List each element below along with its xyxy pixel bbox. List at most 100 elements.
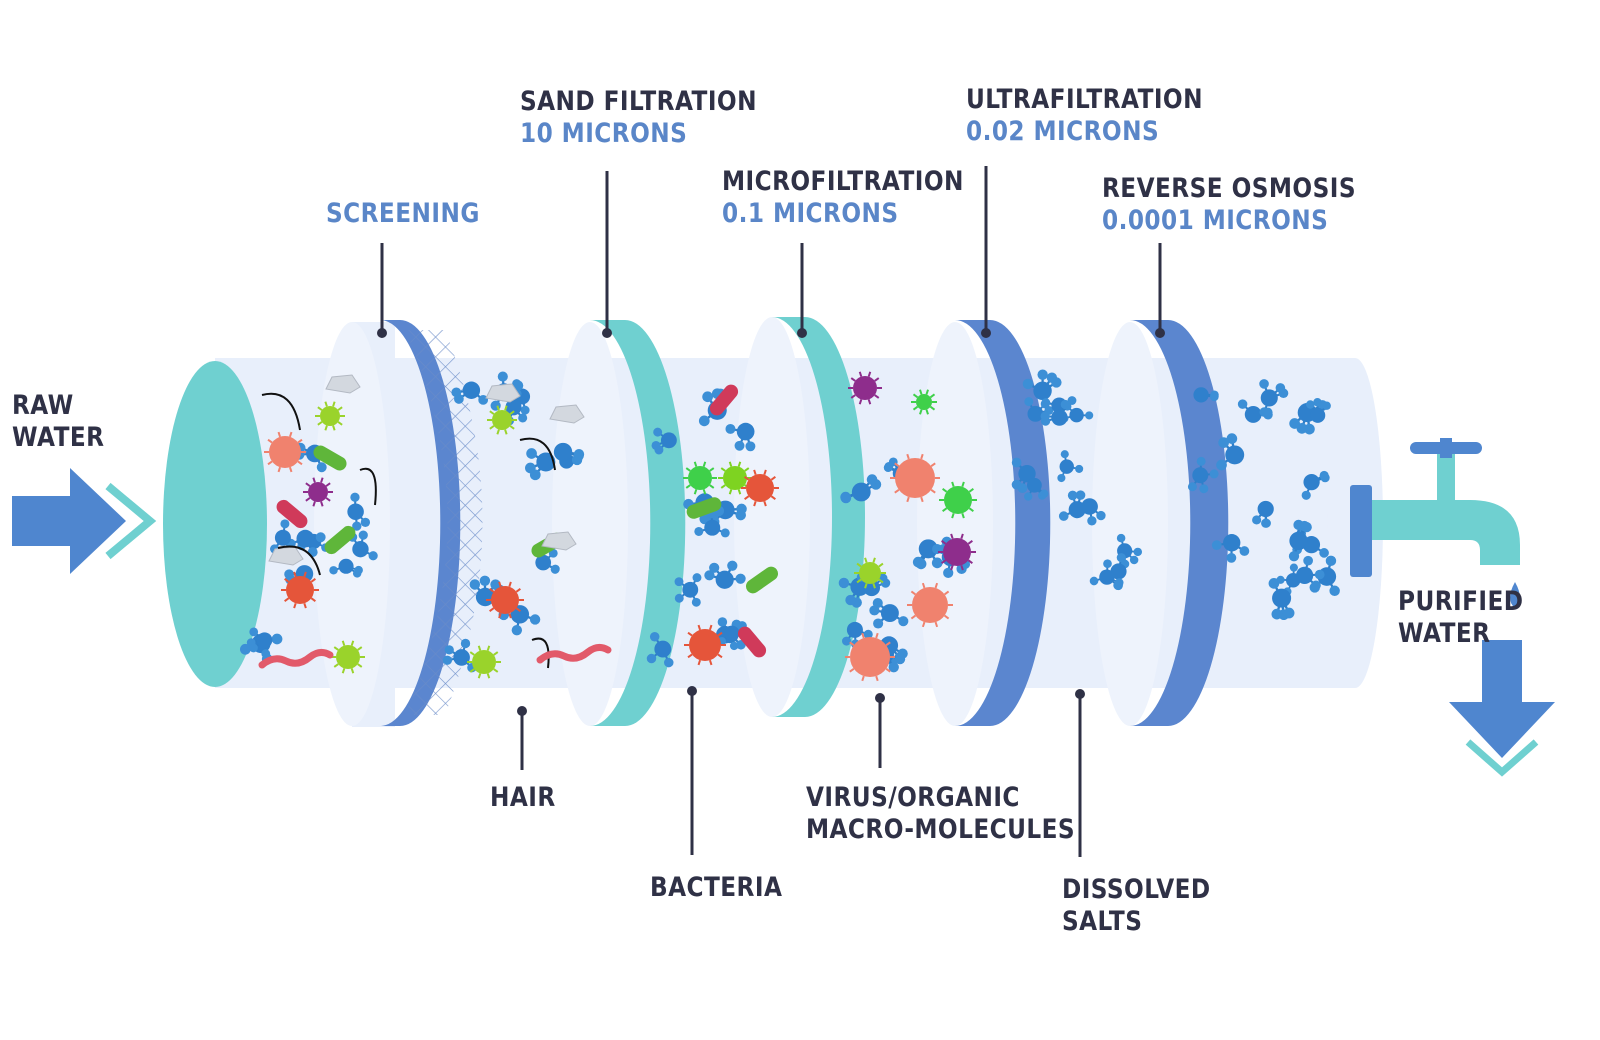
- worm-icon: [258, 648, 334, 669]
- stage-ultra-size: 0.02 MICRONS: [966, 116, 1160, 147]
- virus-icon: [854, 557, 886, 589]
- hair-strand-icon: [519, 437, 556, 471]
- water-molecule-icon: [1216, 433, 1245, 471]
- worm-icon: [536, 643, 612, 664]
- water-molecule-icon: [525, 448, 556, 481]
- virus-icon: [845, 632, 895, 682]
- water-molecule-icon: [535, 548, 560, 574]
- sand-rock-icon: [268, 546, 304, 566]
- water-molecule-icon: [1022, 369, 1062, 401]
- water-molecule-icon: [1306, 397, 1331, 423]
- virus-icon: [938, 533, 976, 571]
- stage-screening-name: SCREENING: [326, 198, 480, 229]
- hair-strand-icon: [531, 637, 550, 669]
- bacterium-icon: [686, 497, 722, 519]
- screening-net: [405, 330, 483, 715]
- outlet-arrow-icon: [1449, 640, 1555, 777]
- collar-ro: [1092, 320, 1229, 726]
- faucet-icon: [1350, 438, 1520, 608]
- sand-rock-icon: [541, 531, 577, 551]
- virus-icon: [890, 453, 940, 503]
- water-molecule-icon: [725, 422, 756, 452]
- virus-icon: [848, 371, 882, 405]
- sand-rock-icon: [485, 383, 521, 403]
- water-molecule-icon: [912, 539, 943, 570]
- stage-sand-size: 10 MICRONS: [520, 118, 688, 149]
- stage-sand-name: SAND FILTRATION: [520, 86, 757, 117]
- bacterium-icon: [745, 566, 779, 594]
- contaminant-bacteria: BACTERIA: [650, 872, 783, 903]
- contaminant-virus-1: VIRUS/ORGANIC: [806, 782, 1020, 813]
- purified-water-label-2: WATER: [1398, 618, 1491, 649]
- contaminant-virus-2: MACRO-MOLECULES: [806, 814, 1076, 845]
- pipe-inlet-cap: [163, 361, 267, 687]
- water-molecule-icon: [1288, 519, 1312, 562]
- bacterium-icon: [324, 525, 356, 555]
- callout-dots: [377, 328, 1165, 716]
- virus-icon: [907, 582, 953, 628]
- water-molecule-icon: [1295, 555, 1325, 591]
- virus-icon: [264, 431, 306, 473]
- water-molecule-icon: [1089, 559, 1124, 590]
- contaminant-salts-1: DISSOLVED: [1062, 874, 1211, 905]
- virus-icon: [315, 401, 345, 431]
- bacterium-icon: [737, 626, 767, 658]
- water-molecule-icon: [674, 573, 702, 607]
- water-molecule-icon: [1252, 500, 1274, 528]
- virus-icon: [718, 461, 752, 495]
- virus-icon: [741, 469, 779, 507]
- bacterium-icon: [276, 499, 308, 529]
- water-molecule-icon: [1187, 456, 1219, 494]
- stage-ro-size: 0.0001 MICRONS: [1102, 205, 1329, 236]
- hair-strand-icon: [277, 545, 321, 576]
- hair-strand-icon: [359, 467, 377, 506]
- virus-icon: [487, 405, 517, 435]
- water-molecule-icon: [1268, 578, 1295, 621]
- water-molecule-icon: [646, 631, 674, 668]
- water-molecule-icon: [347, 530, 378, 561]
- virus-icon: [486, 581, 524, 619]
- virus-icon: [281, 571, 319, 609]
- purified-water-label-1: PURIFIED: [1398, 586, 1524, 617]
- water-molecule-icon: [651, 427, 677, 455]
- stage-ultra-name: ULTRAFILTRATION: [966, 84, 1203, 115]
- water-molecule-icon: [451, 381, 489, 405]
- virus-icon: [939, 481, 977, 519]
- virus-icon: [331, 640, 365, 674]
- water-molecule-icon: [442, 638, 477, 673]
- virus-icon: [911, 389, 937, 415]
- water-molecule-icon: [329, 558, 363, 578]
- collar-micro: [734, 317, 865, 717]
- particles-layer: [239, 369, 1340, 682]
- stage-micro-size: 0.1 MICRONS: [722, 198, 899, 229]
- water-molecule-icon: [869, 597, 909, 629]
- water-molecule-icon: [246, 627, 273, 659]
- sand-rock-icon: [549, 404, 585, 424]
- inlet-arrow-icon: [12, 468, 157, 574]
- water-molecule-icon: [1116, 533, 1143, 569]
- stage-micro-name: MICROFILTRATION: [722, 166, 964, 197]
- water-molecule-icon: [1211, 534, 1250, 563]
- contaminant-hair: HAIR: [490, 782, 556, 813]
- water-molecule-icon: [1301, 470, 1330, 500]
- callout-lines: [380, 166, 1162, 857]
- water-molecule-icon: [1193, 387, 1219, 403]
- water-molecule-icon: [1259, 379, 1289, 417]
- sand-rock-icon: [325, 374, 361, 394]
- raw-water-label-2: WATER: [12, 422, 105, 453]
- water-molecule-icon: [842, 621, 873, 649]
- water-molecule-icon: [1011, 457, 1036, 494]
- water-molecule-icon: [840, 474, 882, 504]
- water-molecule-icon: [1057, 450, 1084, 483]
- water-molecule-icon: [553, 442, 585, 466]
- virus-icon: [303, 477, 333, 507]
- bacterium-icon: [709, 384, 739, 416]
- hair-strand-icon: [261, 392, 301, 431]
- water-molecule-icon: [694, 509, 730, 538]
- bacterium-icon: [313, 445, 347, 471]
- virus-icon: [683, 461, 717, 495]
- water-molecule-icon: [1058, 490, 1086, 521]
- raw-water-label-1: RAW: [12, 390, 74, 421]
- water-molecule-icon: [1024, 477, 1049, 501]
